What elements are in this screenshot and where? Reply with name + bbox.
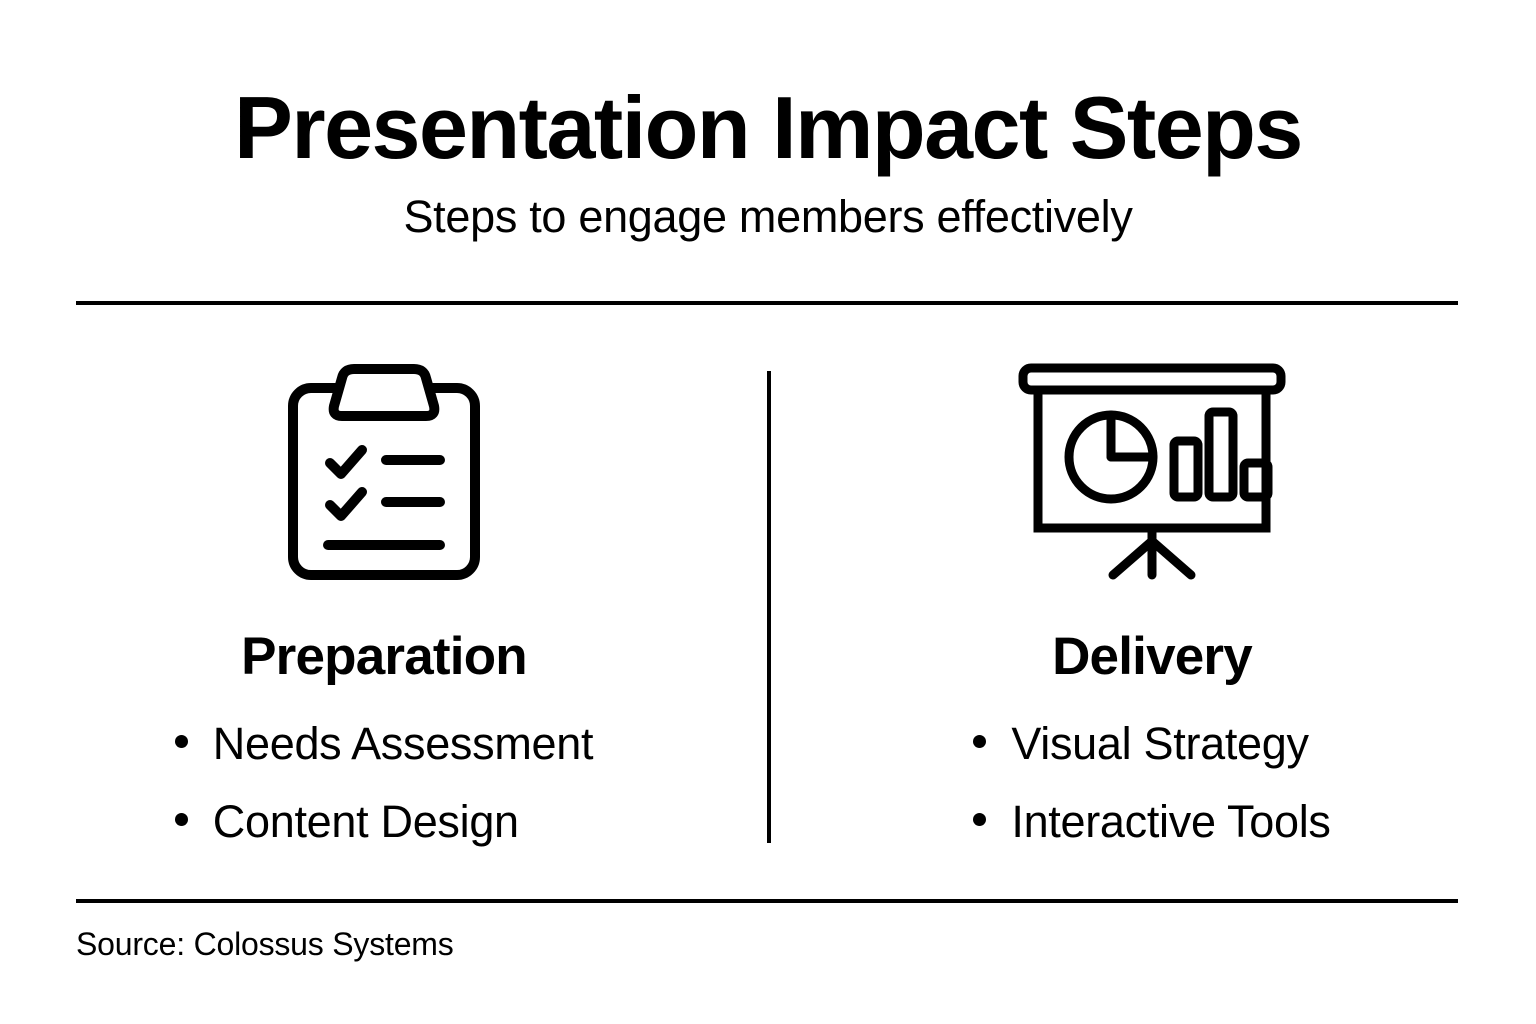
clipboard-checklist-icon	[284, 355, 484, 590]
list-item: Interactive Tools	[973, 796, 1331, 847]
bullet-dot-icon	[973, 813, 987, 826]
list-item: Visual Strategy	[973, 721, 1330, 766]
page-subtitle: Steps to engage members effectively	[403, 191, 1133, 242]
bullet-list-delivery: Visual Strategy Interactive Tools	[973, 683, 1331, 877]
bullet-list-preparation: Needs Assessment Content Design	[174, 683, 594, 877]
header-divider-rule	[76, 301, 1458, 305]
list-item: Needs Assessment	[174, 718, 594, 769]
list-item-label: Visual Strategy	[1011, 718, 1309, 769]
header: Presentation Impact Steps Steps to engag…	[0, 0, 1536, 242]
presentation-board-chart-icon	[1017, 355, 1287, 590]
bullet-dot-icon	[174, 813, 188, 826]
bullet-dot-icon	[973, 735, 987, 748]
list-item-label: Interactive Tools	[1011, 796, 1331, 847]
column-delivery: Delivery Visual Strategy Interactive Too…	[768, 355, 1536, 877]
source-attribution: Source: Colossus Systems	[76, 926, 454, 962]
column-heading-preparation: Preparation	[241, 627, 528, 686]
list-item-label: Content Design	[212, 796, 519, 847]
footer-divider-rule	[76, 899, 1458, 903]
clipboard-checklist-icon-svg	[288, 364, 480, 580]
column-heading-delivery: Delivery	[1052, 627, 1253, 686]
page-title: Presentation Impact Steps	[234, 78, 1303, 177]
list-item-label: Needs Assessment	[212, 718, 594, 769]
presentation-board-chart-icon-svg	[1018, 363, 1286, 580]
bullet-dot-icon	[174, 735, 188, 748]
column-divider-rule	[767, 371, 771, 843]
column-preparation: Preparation Needs Assessment Content Des…	[0, 355, 768, 877]
list-item: Content Design	[174, 796, 593, 847]
columns-container: Preparation Needs Assessment Content Des…	[0, 355, 1536, 877]
